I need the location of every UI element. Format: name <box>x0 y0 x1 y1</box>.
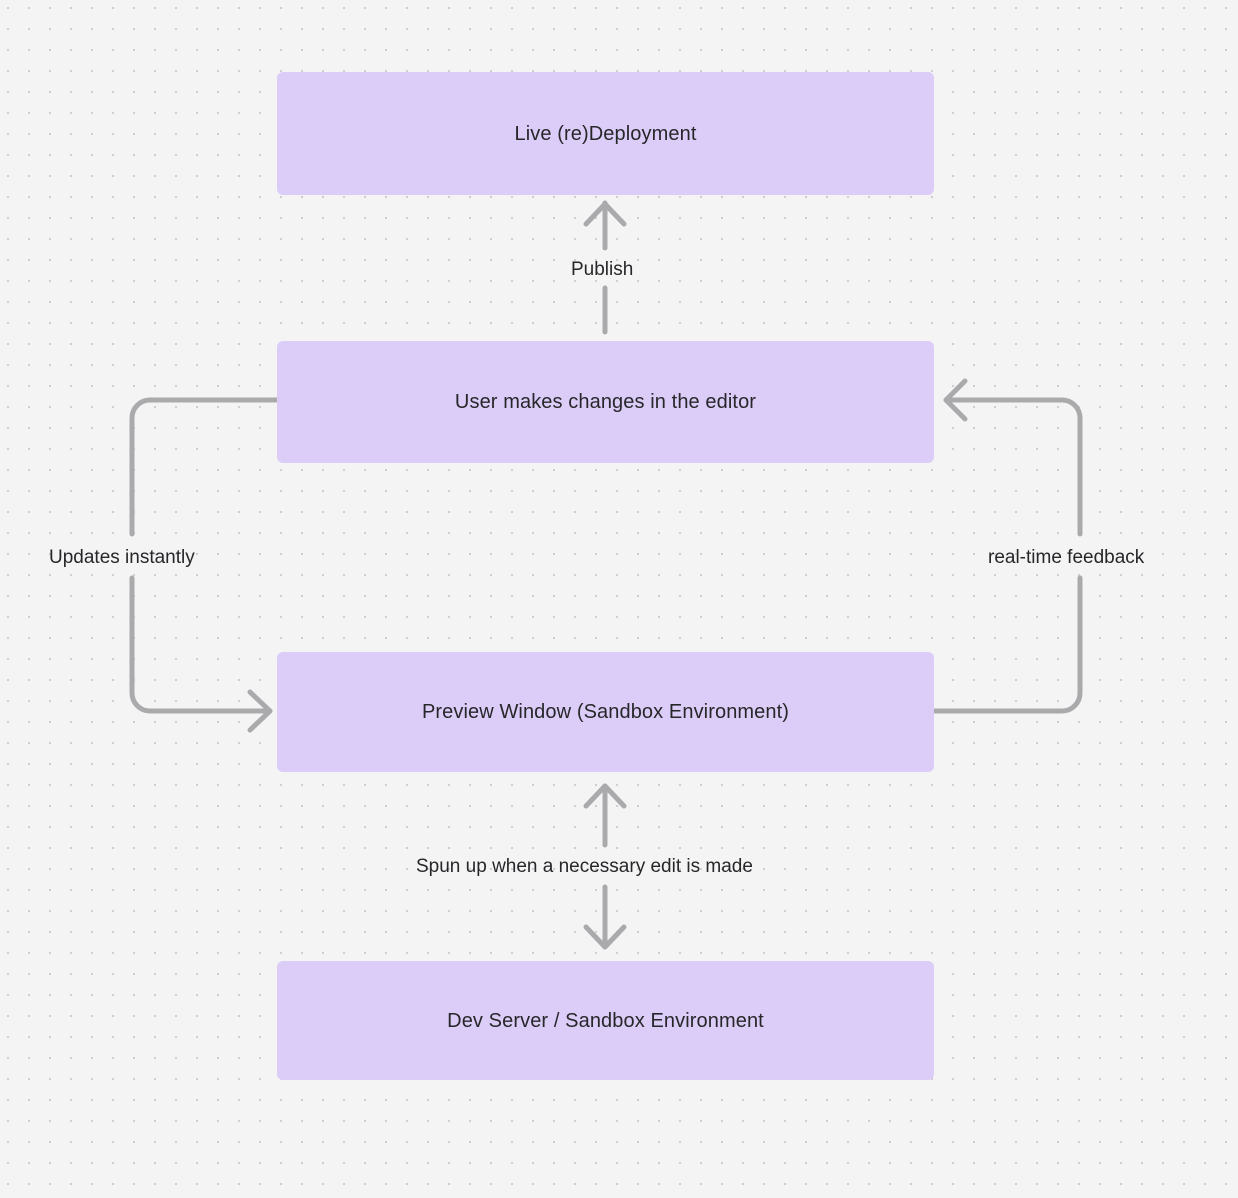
edge-label-real-time-feedback[interactable]: real-time feedback <box>988 547 1145 568</box>
edge-preview-devserver-arrowhead-up <box>583 783 627 809</box>
edge-preview-to-editor-upper-segment <box>943 397 1083 537</box>
node-preview-window-label: Preview Window (Sandbox Environment) <box>421 701 790 723</box>
edge-preview-devserver[interactable] <box>583 783 627 950</box>
edge-editor-to-preview-arrowhead <box>247 689 273 733</box>
edge-preview-to-editor-lower-segment <box>932 575 1083 714</box>
edge-editor-to-preview-upper-segment <box>129 397 279 537</box>
edge-label-spun-up[interactable]: Spun up when a necessary edit is made <box>416 856 753 877</box>
node-preview-window[interactable]: Preview Window (Sandbox Environment) <box>277 652 934 772</box>
node-live-redeployment-label: Live (re)Deployment <box>514 122 697 145</box>
node-live-redeployment[interactable]: Live (re)Deployment <box>277 72 934 195</box>
edge-editor-to-live-arrowhead <box>583 201 627 227</box>
edge-label-publish[interactable]: Publish <box>571 259 634 280</box>
edge-preview-to-editor-arrowhead <box>943 378 968 422</box>
edge-preview-devserver-arrowhead-down <box>583 924 627 950</box>
edge-editor-to-live[interactable] <box>583 200 627 335</box>
node-dev-server[interactable]: Dev Server / Sandbox Environment <box>277 961 934 1080</box>
node-dev-server-label: Dev Server / Sandbox Environment <box>447 1009 764 1032</box>
edge-editor-to-preview-lower-segment <box>129 575 273 714</box>
edge-editor-to-preview[interactable] <box>129 397 279 733</box>
edge-preview-to-editor[interactable] <box>932 378 1083 714</box>
node-user-makes-changes-label: User makes changes in the editor <box>454 391 757 413</box>
node-user-makes-changes[interactable]: User makes changes in the editor <box>277 341 934 463</box>
edge-label-updates-instantly[interactable]: Updates instantly <box>49 547 195 568</box>
